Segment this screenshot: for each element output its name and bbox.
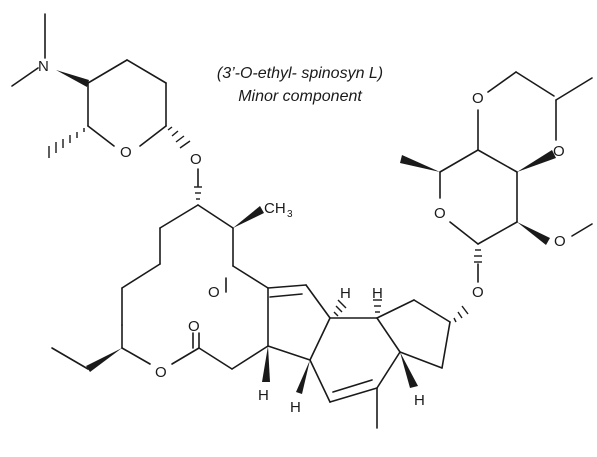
- sugar-ring-oxygen-label: O: [434, 205, 446, 222]
- h-label-4: H: [290, 399, 301, 416]
- ethyl-wedge-bond: [86, 348, 122, 372]
- component-label: Minor component: [238, 88, 362, 105]
- rhamnose-ring: [400, 71, 593, 283]
- sugar-bottom-oxygen-label: O: [554, 233, 566, 250]
- nitrogen-label: N: [38, 58, 49, 75]
- ester-oxygen-label: O: [155, 364, 167, 381]
- ch3-wedge-bond: [233, 206, 264, 228]
- h-label-1: H: [340, 285, 351, 302]
- methyl-hash-bond: [48, 128, 85, 158]
- sugar-right-oxygen-label: O: [553, 143, 565, 160]
- h-label-5: H: [414, 392, 425, 409]
- carbonyl-oxygen-label: O: [188, 318, 200, 335]
- ring-oxygen-label: O: [120, 144, 132, 161]
- glycosidic-oxygen-label: O: [190, 151, 202, 168]
- link-oxygen-label: O: [472, 284, 484, 301]
- amino-sugar-ring: [11, 13, 191, 158]
- ch3-subscript: 3: [287, 209, 293, 220]
- n-methyl-bond-left: [11, 67, 39, 87]
- compound-name: (3’-O-ethyl- spinosyn L): [217, 65, 383, 82]
- n-wedge-bond: [56, 70, 89, 87]
- ketone-oxygen-label: O: [208, 284, 220, 301]
- h-wedge-1: [262, 346, 270, 382]
- sugar-methyl-wedge: [400, 155, 440, 172]
- tricyclic-core: [262, 284, 469, 429]
- h-label-3: H: [258, 387, 269, 404]
- sugar-top-oxygen-label: O: [472, 90, 484, 107]
- glycosidic-hash-bond: [167, 126, 191, 149]
- h-wedge-2: [296, 360, 310, 394]
- macrolactone-ring: [51, 168, 269, 372]
- h-label-2: H: [372, 285, 383, 302]
- ethoxy-wedge: [517, 150, 556, 172]
- ring-bond: [87, 59, 128, 84]
- h-wedge-3: [400, 352, 418, 388]
- methoxy-wedge: [517, 222, 550, 245]
- ch3-label: CH: [264, 200, 286, 217]
